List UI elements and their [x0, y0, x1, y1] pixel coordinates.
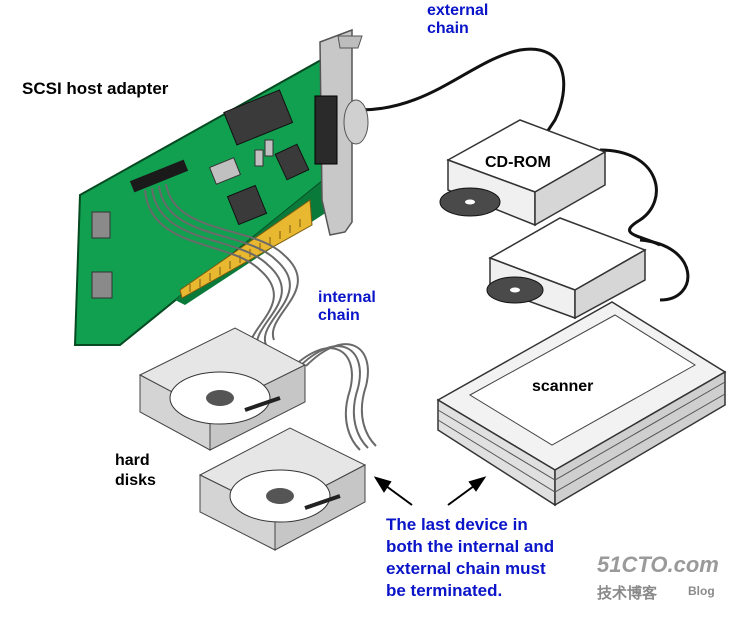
- external-cable-plug: [343, 99, 369, 145]
- external-cable-cdrom-to-drive2: [599, 148, 661, 247]
- external-drive-2: [486, 217, 647, 320]
- watermark-blog: Blog: [688, 584, 715, 598]
- chip: [274, 143, 310, 181]
- note-line-1: The last device in: [386, 515, 528, 534]
- label-hard-disks-line1: hard: [115, 452, 150, 469]
- label-hard-disks-line2: disks: [115, 472, 156, 489]
- card-bracket: [314, 28, 369, 236]
- external-cable-adapter-to-cdrom: [354, 47, 566, 136]
- label-external-chain-line1: external: [427, 2, 489, 19]
- cdrom-drive: [439, 119, 607, 227]
- internal-connector: [129, 159, 189, 193]
- chip: [254, 149, 264, 167]
- internal-ribbon-cable: [144, 183, 377, 451]
- note-line-3: external chain must: [386, 559, 546, 578]
- chip: [91, 211, 111, 239]
- scanner-device: [436, 301, 727, 507]
- chip: [208, 157, 242, 185]
- hard-disk-1: [138, 327, 307, 451]
- watermark-sub: 技术博客: [597, 585, 658, 602]
- watermark-site: 51CTO.com: [597, 552, 719, 577]
- note-line-2: both the internal and: [386, 537, 555, 556]
- chip: [91, 271, 113, 299]
- termination-note: The last device in both the internal and…: [386, 514, 554, 602]
- label-scsi-host-adapter: SCSI host adapter: [22, 79, 169, 98]
- label-scanner: scanner: [532, 378, 594, 395]
- label-cdrom: CD-ROM: [485, 154, 551, 171]
- label-external-chain-line2: chain: [427, 20, 469, 37]
- external-port: [314, 95, 338, 165]
- label-internal-chain-line2: chain: [318, 307, 360, 324]
- termination-arrows: [373, 476, 487, 506]
- scsi-host-adapter-card: [73, 53, 331, 346]
- chip: [264, 139, 274, 157]
- external-cable-drive2-to-scanner: [639, 238, 690, 302]
- label-internal-chain-line1: internal: [318, 289, 376, 306]
- chip: [226, 184, 268, 226]
- chip: [223, 89, 294, 146]
- hard-disk-2: [198, 427, 367, 551]
- note-line-4: be terminated.: [386, 581, 503, 600]
